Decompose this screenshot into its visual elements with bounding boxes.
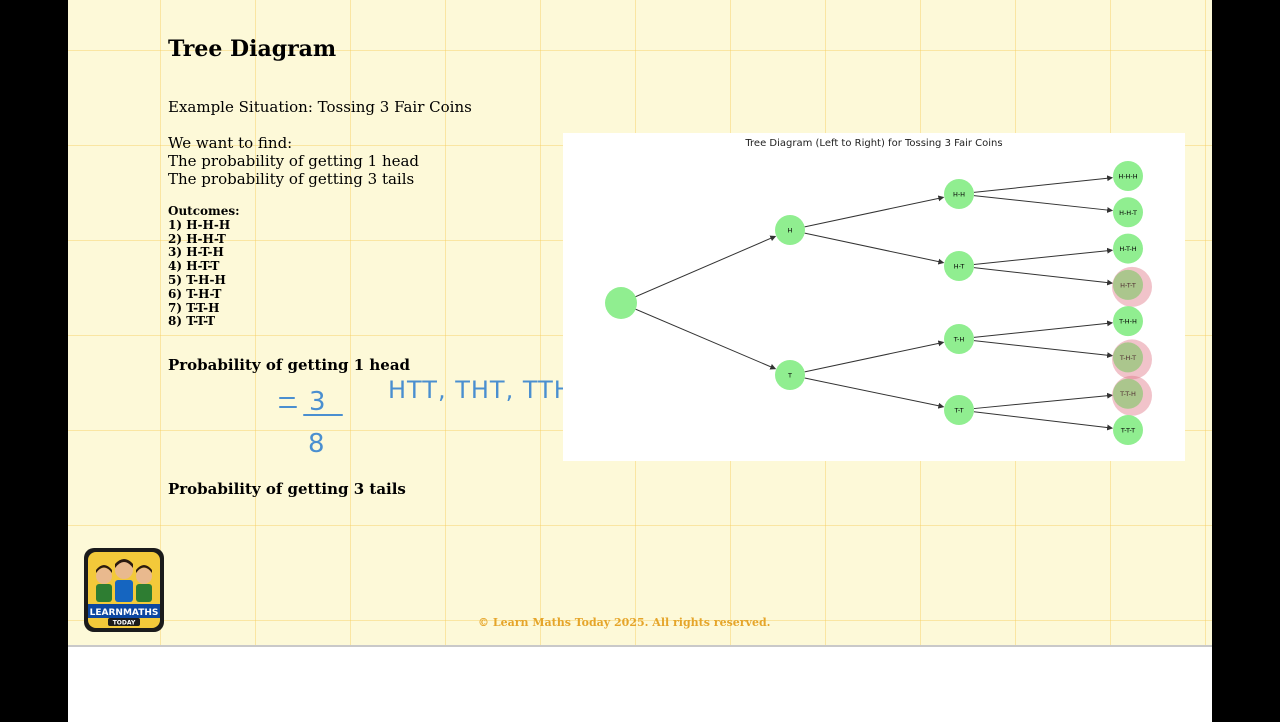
- tree-node: [944, 324, 974, 354]
- handwriting-annotation: 3 8 = HTT, THT, TTH: [279, 376, 573, 459]
- tree-node-label: T-T-H: [1119, 390, 1136, 398]
- logo-line1: LEARNMATHS: [90, 608, 159, 618]
- want-item-2: The probability of getting 3 tails: [168, 170, 415, 188]
- highlight-overlay: [1113, 378, 1143, 409]
- tree-node-label: H-T-H: [1119, 245, 1136, 253]
- tree-node: [1113, 306, 1143, 337]
- outcome-item: 4) H-T-T: [168, 259, 220, 274]
- tree-node: [1113, 415, 1143, 445]
- slide-canvas: Tree Diagram Example Situation: Tossing …: [68, 0, 1212, 645]
- tree-edge: [804, 377, 945, 409]
- outcome-item: 2) H-H-T: [168, 231, 226, 246]
- tree-node-label: H-T-T: [1120, 281, 1136, 289]
- copyright-footer: © Learn Maths Today 2025. All rights res…: [478, 616, 771, 629]
- tree-edges: [634, 175, 1114, 431]
- chart-title: Tree Diagram (Left to Right) for Tossing…: [744, 138, 1002, 149]
- prob-1-head-heading: Probability of getting 1 head: [168, 356, 411, 374]
- tree-node: [1113, 378, 1143, 409]
- tree-edge: [973, 320, 1114, 338]
- handwriting-fraction: 3 8 =: [279, 387, 343, 459]
- tree-node-label: H-H-T: [1119, 209, 1137, 217]
- tree-edge: [973, 267, 1114, 286]
- tree-node: [944, 179, 974, 209]
- highlight-overlay: [1113, 269, 1143, 300]
- slide-title: Tree Diagram: [168, 36, 337, 62]
- tree-edge: [804, 232, 945, 265]
- tree-node-label: T-T-T: [1120, 427, 1135, 435]
- outcome-item: 1) H-H-H: [168, 217, 231, 232]
- outcome-item: 8) T-T-T: [168, 314, 216, 329]
- handwriting-numerator: 3: [309, 387, 326, 417]
- want-item-1: The probability of getting 1 head: [168, 152, 420, 170]
- tree-node-label: H-T: [954, 263, 965, 271]
- tree-node: [1113, 342, 1143, 373]
- tree-node: [775, 215, 805, 245]
- tree-edge: [634, 308, 777, 370]
- outcome-item: 7) T-T-H: [168, 300, 220, 315]
- handwriting-outcome-list: HTT, THT, TTH: [388, 376, 573, 404]
- bottom-whitespace: [68, 645, 1212, 722]
- tree-node-label: H-H: [953, 191, 965, 199]
- tree-node: [1113, 233, 1143, 264]
- tree-edge: [973, 411, 1114, 431]
- tree-root-node: [605, 287, 637, 319]
- handwriting-denominator: 8: [308, 429, 325, 459]
- outcome-item: 3) H-T-H: [168, 245, 224, 260]
- tree-node-label: T-H-T: [1119, 354, 1136, 362]
- prob-3-tails-heading: Probability of getting 3 tails: [168, 480, 406, 498]
- tree-edge: [804, 340, 945, 373]
- outcomes-list: Outcomes: 1) H-H-H 2) H-H-T 3) H-T-H 4) …: [168, 204, 240, 329]
- tree-node-label: T-T: [953, 407, 963, 415]
- tree-edge: [973, 392, 1114, 410]
- tree-edge: [973, 247, 1114, 265]
- outcome-item: 6) T-H-T: [168, 286, 222, 301]
- highlight-overlay: [1113, 342, 1143, 373]
- outcome-item: 5) T-H-H: [168, 272, 226, 287]
- want-intro: We want to find:: [168, 134, 293, 152]
- tree-edge: [973, 195, 1114, 214]
- tree-edge: [634, 235, 777, 298]
- tree-nodes: H T H-H H-T T-H T-T H-H-H H-H-T H-T-H H-T-T T-H-H T…: [605, 161, 1143, 445]
- tree-node-label: H-H-H: [1118, 173, 1137, 181]
- logo-line2: TODAY: [113, 620, 136, 627]
- tree-edge: [804, 195, 945, 228]
- tree-node: [1113, 197, 1143, 228]
- tree-node: [775, 360, 805, 390]
- tree-node-label: T: [787, 372, 792, 380]
- tree-node-label: H: [788, 227, 793, 235]
- tree-node-label: T-H-H: [1118, 318, 1137, 326]
- tree-node: [1113, 161, 1143, 191]
- tree-node: [944, 395, 974, 425]
- example-situation: Example Situation: Tossing 3 Fair Coins: [168, 98, 472, 116]
- tree-diagram-chart: Tree Diagram (Left to Right) for Tossing…: [563, 133, 1185, 461]
- tree-diagram-svg: Tree Diagram (Left to Right) for Tossing…: [605, 138, 1152, 445]
- learn-maths-today-logo: LEARNMATHS TODAY: [84, 548, 164, 632]
- tree-edge: [973, 175, 1114, 193]
- outcomes-heading: Outcomes:: [168, 204, 240, 218]
- tree-node-label: T-H: [953, 336, 965, 344]
- tree-edge: [973, 340, 1114, 359]
- tree-node: [1113, 269, 1143, 300]
- tree-node: [944, 251, 974, 281]
